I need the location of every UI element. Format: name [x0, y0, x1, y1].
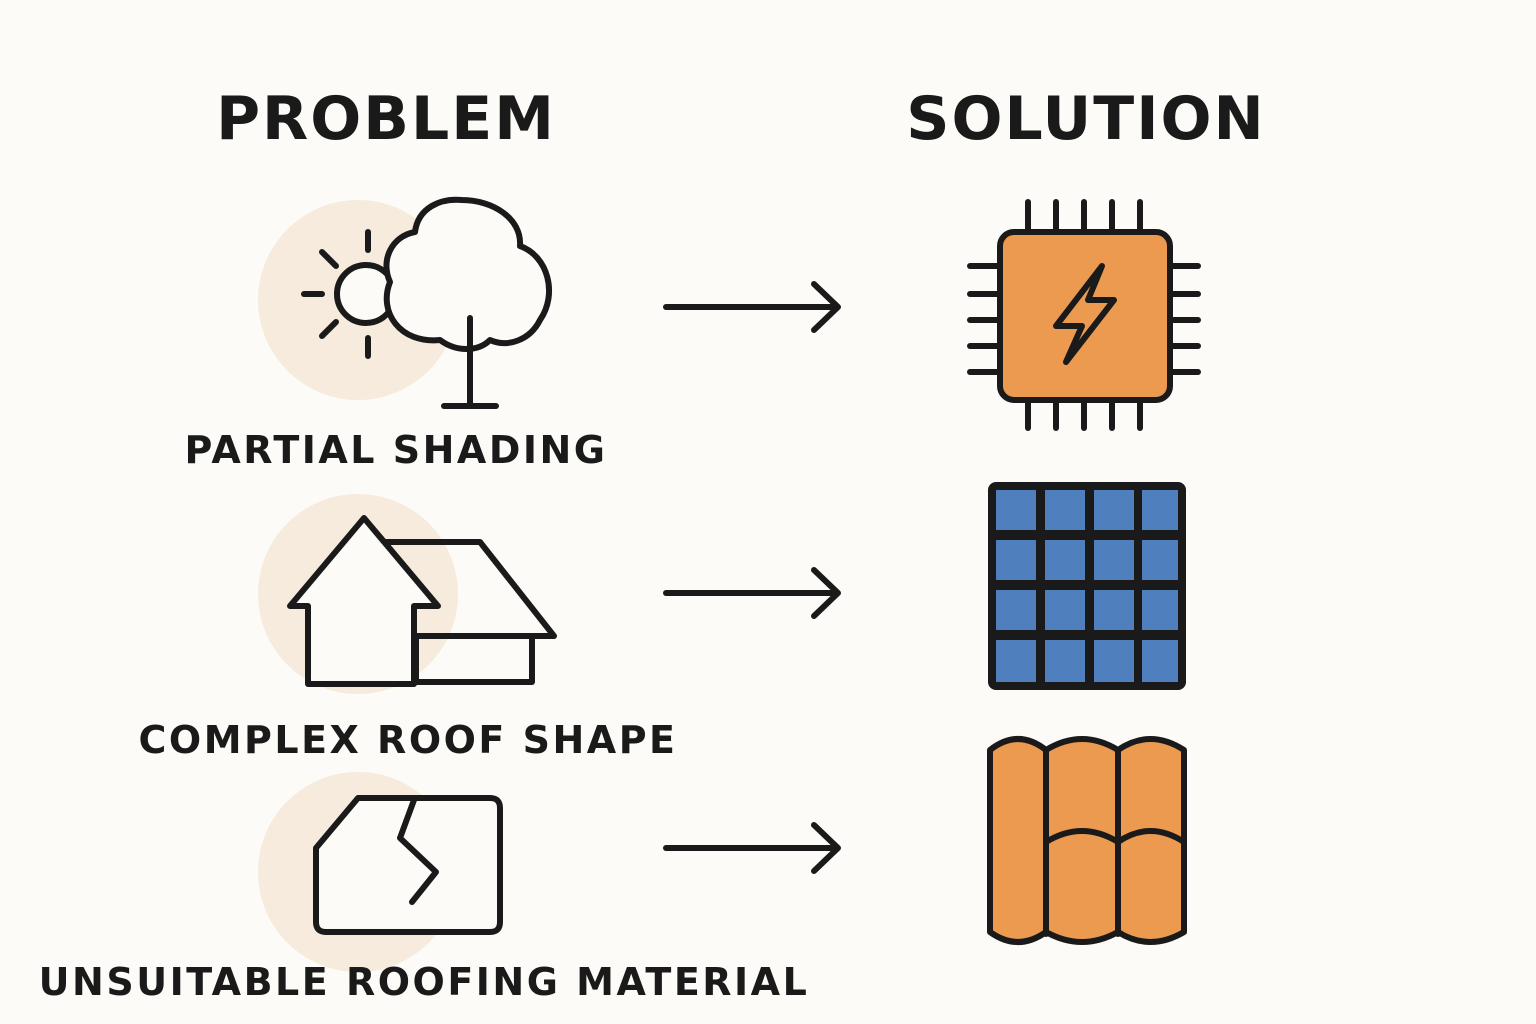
house-roof-icon — [287, 515, 557, 687]
problem-label-partial-shading: PARTIAL SHADING — [184, 428, 608, 472]
arrow-icon-3 — [663, 822, 841, 874]
sun-tree-icon — [301, 196, 553, 409]
arrow-icon-1 — [663, 281, 841, 333]
arrow-icon-2 — [663, 567, 841, 619]
solar-panel-icon — [988, 482, 1186, 690]
cracked-tile-icon — [313, 795, 503, 935]
microinverter-chip-icon — [967, 199, 1201, 431]
tree-icon — [383, 196, 553, 409]
problem-heading: PROBLEM — [216, 84, 556, 154]
roof-tiles-icon — [987, 736, 1187, 945]
sun-icon — [301, 229, 398, 359]
solution-heading: SOLUTION — [906, 84, 1266, 154]
problem-label-unsuitable-roofing-material: UNSUITABLE ROOFING MATERIAL — [38, 960, 810, 1004]
problem-label-complex-roof-shape: COMPLEX ROOF SHAPE — [138, 718, 678, 762]
lightning-bolt-icon — [1053, 263, 1117, 365]
